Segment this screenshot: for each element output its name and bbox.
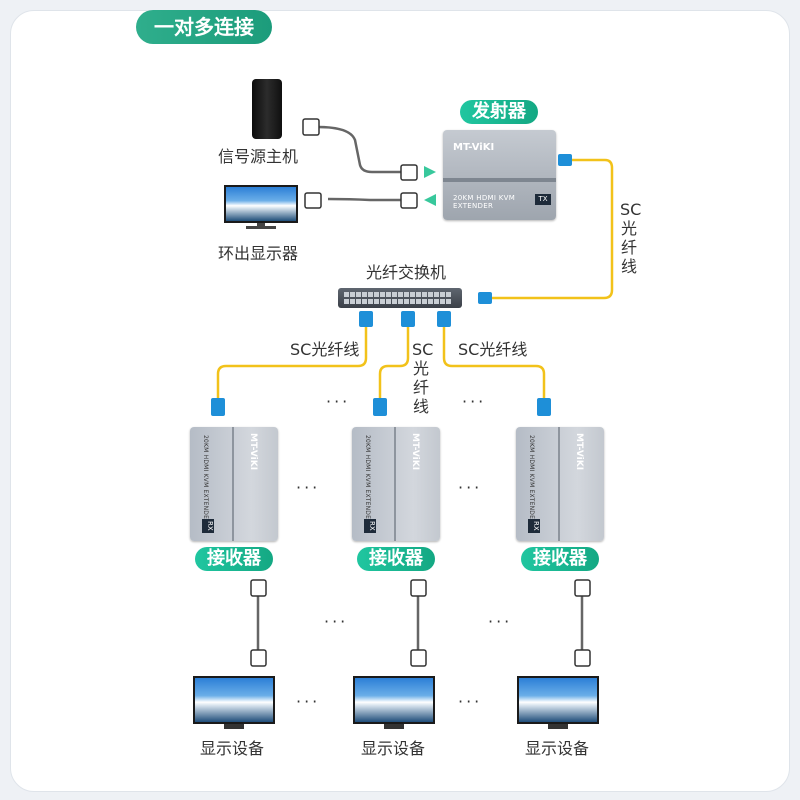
hdmi-cable-loop [327, 197, 405, 202]
tx-tag: TX [535, 194, 551, 205]
hdmi-plug-icon [400, 192, 418, 209]
rx-tag: RX [528, 519, 540, 533]
switch-ports [344, 292, 456, 304]
device-band [443, 178, 556, 182]
tv-display-icon [193, 676, 275, 730]
ellipsis: ··· [296, 478, 321, 497]
tv-display-icon [353, 676, 435, 730]
switch-label: 光纤交换机 [366, 263, 447, 282]
fiber-cable-label-right: SC光纤线 [458, 340, 528, 359]
sc-connector-icon [373, 398, 387, 416]
display-label: 显示设备 [525, 739, 590, 758]
device-model: 20KM HDMI KVM EXTENDER [528, 435, 535, 524]
brand-logo: MT-ViKI [248, 433, 258, 471]
rx-tag: RX [364, 519, 376, 533]
hdmi-plug-icon [410, 579, 427, 597]
fiber-switch-device [338, 288, 462, 308]
fiber-cable-rx-left [216, 318, 368, 404]
receiver-label: 接收器 [357, 547, 435, 571]
brand-logo: MT-ViKI [453, 142, 495, 153]
ellipsis: ··· [458, 478, 483, 497]
fiber-cable-label: SC光纤线 [620, 200, 642, 276]
device-model: 20KM HDMI KVM EXTENDER [364, 435, 371, 524]
ellipsis: ··· [296, 692, 321, 711]
hdmi-plug-icon [400, 164, 418, 181]
sc-connector-icon [401, 311, 415, 327]
sc-connector-icon [437, 311, 451, 327]
hdmi-plug-icon [304, 192, 322, 209]
fiber-cable-tx [490, 158, 614, 300]
ellipsis: ··· [326, 392, 351, 411]
receiver-label: 接收器 [195, 547, 273, 571]
tv-display-icon [517, 676, 599, 730]
sc-connector-icon [211, 398, 225, 416]
sc-connector-icon [537, 398, 551, 416]
hdmi-plug-icon [250, 649, 267, 667]
display-label: 显示设备 [361, 739, 426, 758]
loop-display-label: 环出显示器 [218, 244, 299, 263]
sc-connector-icon [558, 154, 572, 166]
ellipsis: ··· [462, 392, 487, 411]
receiver-device: 20KM HDMI KVM EXTENDER MT-ViKI RX [516, 427, 604, 541]
transmitter-device: MT-ViKI 20KM HDMI KVM EXTENDER TX [443, 130, 556, 220]
hdmi-cable-source [317, 125, 405, 174]
display-label: 显示设备 [200, 739, 265, 758]
sc-connector-icon [359, 311, 373, 327]
hdmi-plug-icon [302, 118, 320, 136]
rx-tag: RX [202, 519, 214, 533]
transmitter-label: 发射器 [460, 100, 538, 124]
monitor-icon [224, 185, 298, 229]
receiver-device: 20KM HDMI KVM EXTENDER MT-ViKI RX [190, 427, 278, 541]
device-model: 20KM HDMI KVM EXTENDER [453, 194, 516, 210]
fiber-cable-rx-center [378, 318, 410, 404]
diagram-card [10, 10, 790, 792]
fiber-cable-rx-right [442, 318, 546, 404]
hdmi-plug-icon [574, 579, 591, 597]
source-label: 信号源主机 [218, 147, 299, 166]
receiver-device: 20KM HDMI KVM EXTENDER MT-ViKI RX [352, 427, 440, 541]
hdmi-plug-icon [250, 579, 267, 597]
signal-in-arrow-icon [424, 166, 436, 178]
page-title: 一对多连接 [136, 10, 272, 44]
fiber-cable-label-center: SC光纤线 [412, 340, 434, 416]
fiber-cable-label-left: SC光纤线 [290, 340, 360, 359]
device-model: 20KM HDMI KVM EXTENDER [202, 435, 209, 524]
ellipsis: ··· [324, 612, 349, 631]
brand-logo: MT-ViKI [410, 433, 420, 471]
ellipsis: ··· [458, 692, 483, 711]
hdmi-plug-icon [574, 649, 591, 667]
host-computer-icon [252, 79, 282, 139]
hdmi-plug-icon [410, 649, 427, 667]
receiver-label: 接收器 [521, 547, 599, 571]
ellipsis: ··· [488, 612, 513, 631]
brand-logo: MT-ViKI [574, 433, 584, 471]
sc-connector-icon [478, 292, 492, 304]
signal-out-arrow-icon [424, 194, 436, 206]
